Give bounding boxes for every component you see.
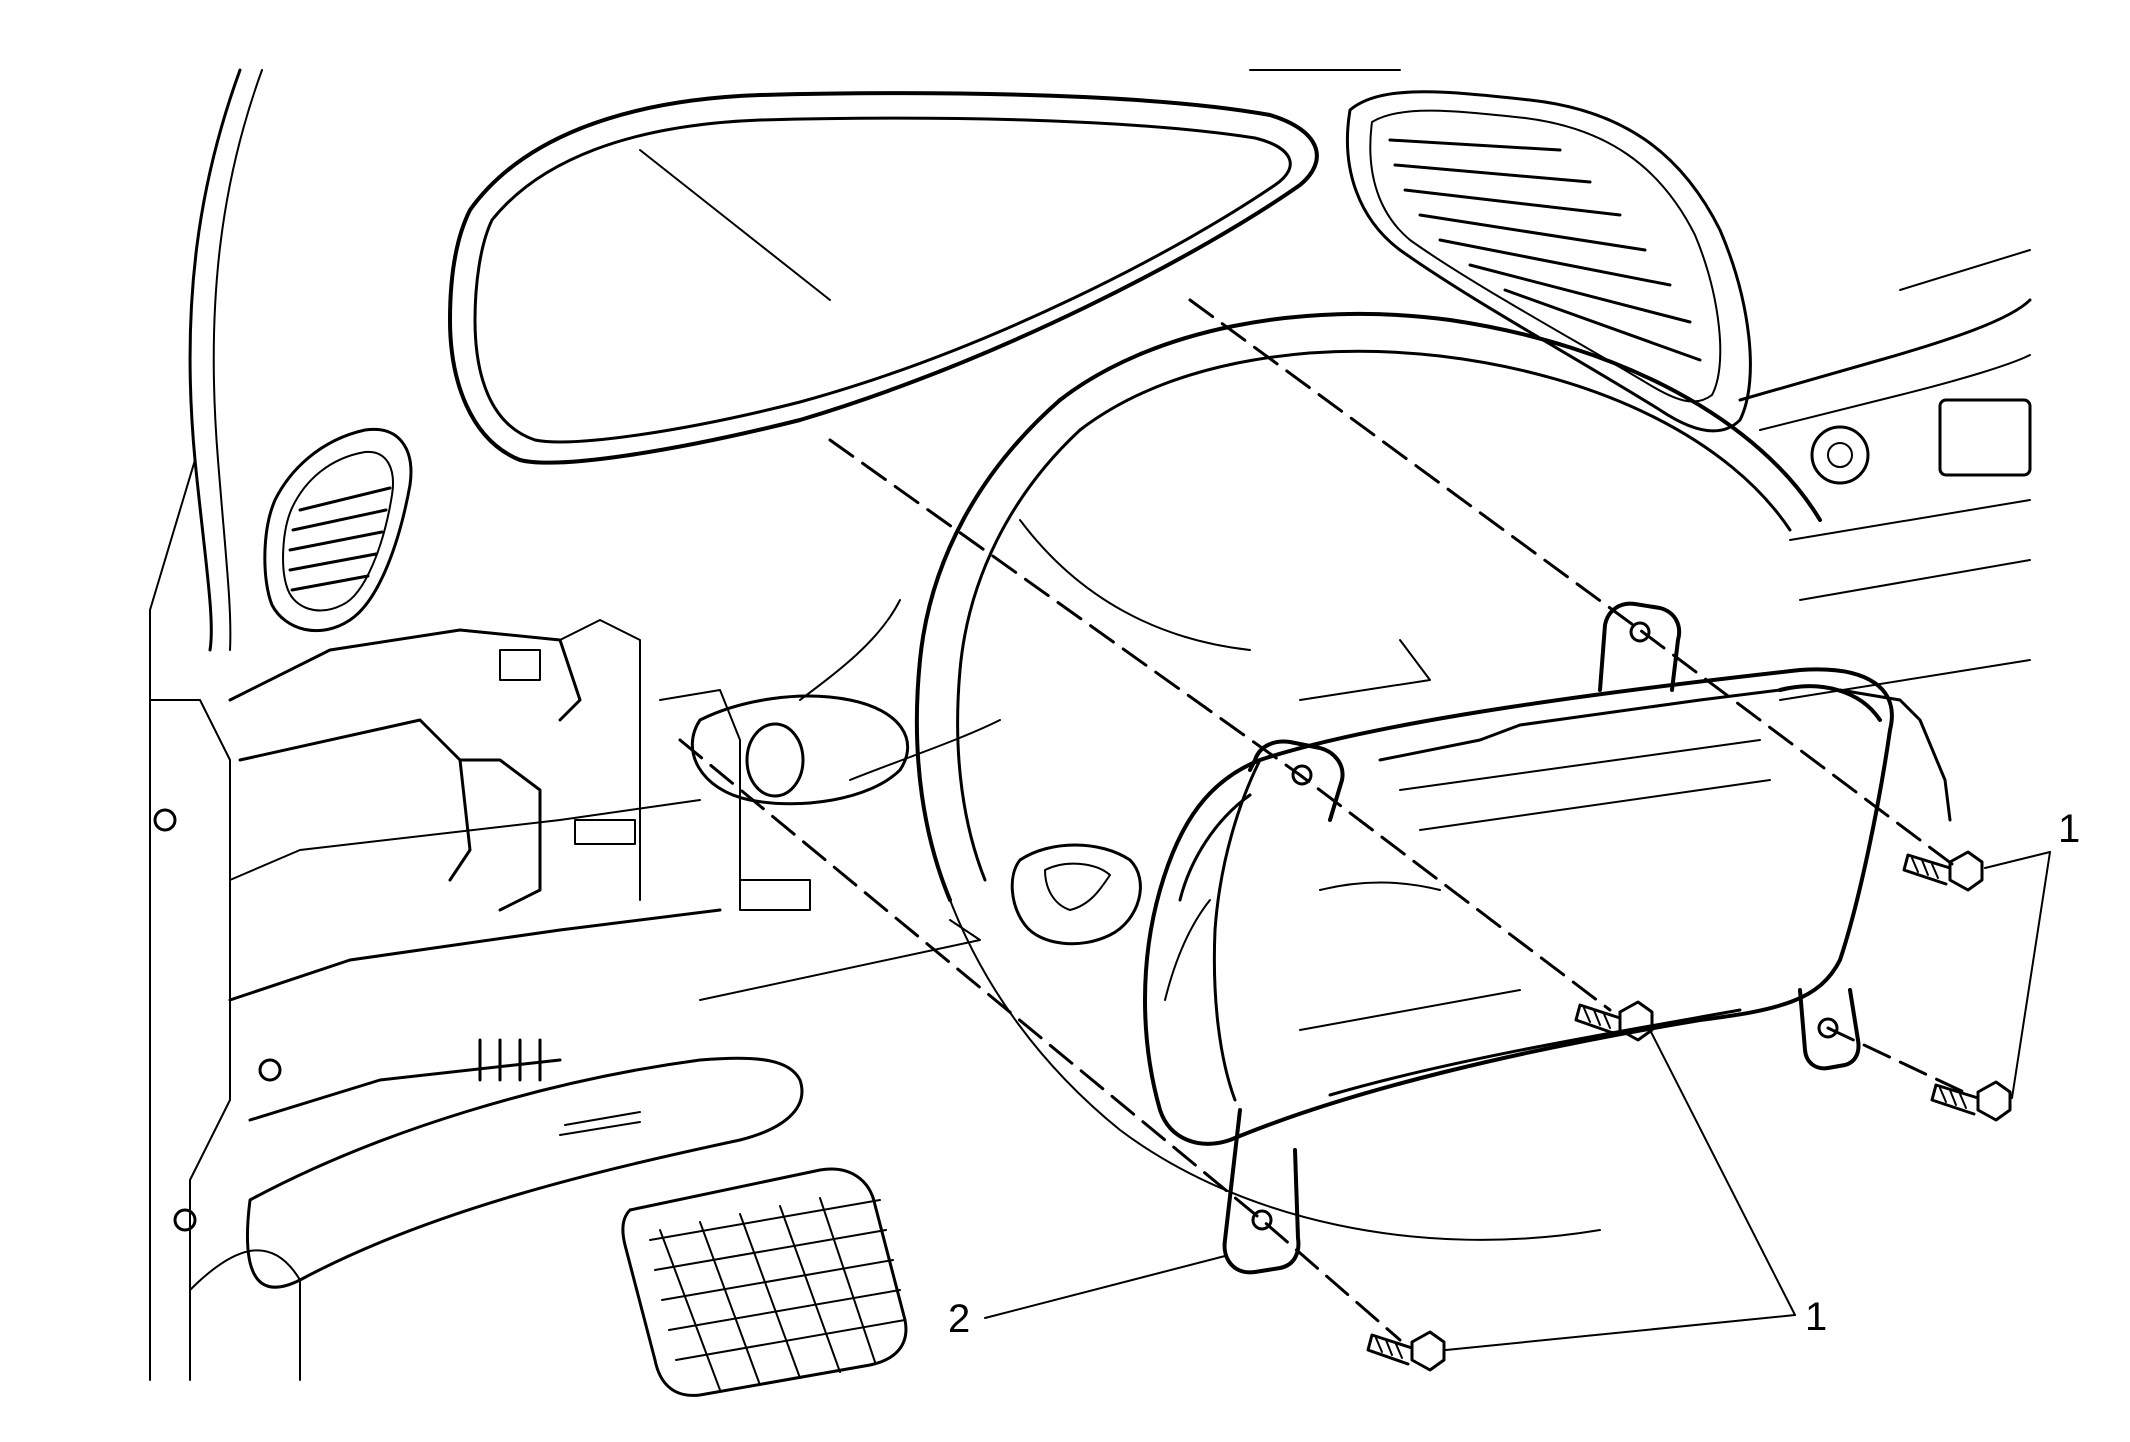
- steering-column: [690, 599, 1142, 946]
- bolt-middle-center: [1574, 1000, 1654, 1042]
- callout-label-1-upper: 1: [2058, 807, 2080, 851]
- instrument-panel-hood: [448, 69, 1401, 465]
- accelerator-pedal: [621, 1167, 908, 1397]
- lower-brackets: [153, 619, 811, 1232]
- callout-label-1-lower: 1: [1805, 1295, 1827, 1339]
- dashboard-left-panel: [149, 68, 263, 1381]
- callout-leaders: [984, 851, 2051, 1351]
- center-stack: [1738, 249, 2032, 701]
- knee-bolster: [189, 1056, 804, 1381]
- instrument-cluster: [1143, 601, 1952, 1275]
- bolt-middle-right: [1930, 1080, 2012, 1122]
- bolt-upper-right: [1902, 850, 1984, 892]
- callout-label-2: 2: [948, 1297, 970, 1341]
- alignment-lines: [678, 298, 1972, 1342]
- bolt-lower-center: [1366, 1330, 1446, 1372]
- callout-labels: 1 1 2: [948, 807, 2080, 1341]
- left-air-vent: [263, 427, 413, 633]
- right-air-vent: [1345, 90, 1752, 433]
- steering-wheel: [914, 311, 1822, 1241]
